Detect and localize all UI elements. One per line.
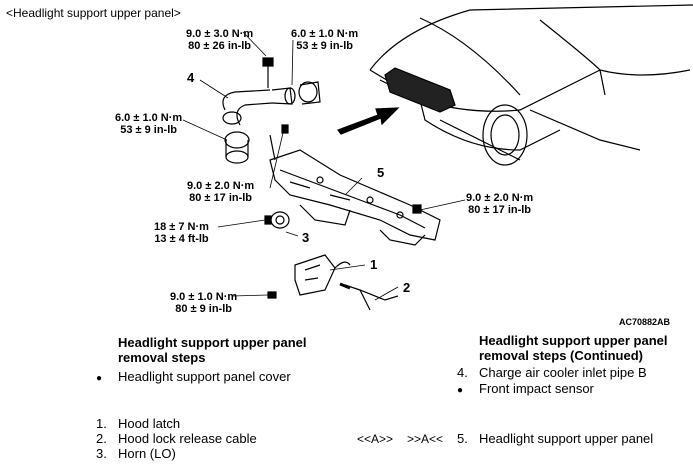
torque-nm: 18 ± 7 N·m bbox=[154, 221, 209, 233]
torque-imperial: 13 ± 4 ft-lb bbox=[154, 233, 209, 245]
callout-3: 3 bbox=[302, 230, 310, 245]
list-item: 4. Charge air cooler inlet pipe B bbox=[457, 365, 647, 380]
headlight-support-upper-panel bbox=[269, 124, 441, 246]
step-number: 2. bbox=[96, 431, 107, 446]
torque-spec-pipe-clamp-right: 6.0 ± 1.0 N·m 53 ± 9 in-lb bbox=[291, 28, 358, 52]
torque-spec-horn: 18 ± 7 N·m 13 ± 4 ft-lb bbox=[154, 221, 209, 245]
list-item: 2. Hood lock release cable bbox=[96, 431, 257, 446]
torque-spec-hood-latch: 9.0 ± 1.0 N·m 80 ± 9 in-lb bbox=[170, 291, 237, 315]
section-title: <Headlight support upper panel> bbox=[6, 6, 181, 20]
horn bbox=[264, 211, 290, 229]
step-number: 1. bbox=[96, 416, 107, 431]
torque-nm: 9.0 ± 3.0 N·m bbox=[186, 28, 254, 40]
torque-imperial: 80 ± 26 in-lb bbox=[188, 40, 252, 52]
step-text: Headlight support upper panel bbox=[479, 431, 654, 446]
torque-imperial: 80 ± 9 in-lb bbox=[175, 303, 232, 315]
removal-reference: >>A<< bbox=[407, 432, 444, 446]
bullet-marker: ● bbox=[457, 385, 464, 396]
step-text: Headlight support panel cover bbox=[118, 369, 291, 384]
step-text: Hood lock release cable bbox=[118, 431, 257, 446]
step-text: Front impact sensor bbox=[479, 381, 594, 396]
heading-line: removal steps (Continued) bbox=[479, 348, 643, 363]
hood-lock-release-cable bbox=[339, 282, 399, 311]
torque-imperial: 80 ± 17 in-lb bbox=[189, 192, 253, 204]
torque-spec-panel-right: 9.0 ± 2.0 N·m 80 ± 17 in-lb bbox=[466, 192, 533, 216]
step-text: Hood latch bbox=[118, 416, 181, 431]
step-number: 5. bbox=[457, 431, 468, 446]
callout-1: 1 bbox=[370, 257, 378, 272]
bullet-marker: ● bbox=[96, 373, 103, 384]
step-number: 4. bbox=[457, 365, 468, 380]
torque-spec-pipe-clamp-left: 6.0 ± 1.0 N·m 53 ± 9 in-lb bbox=[115, 112, 182, 136]
list-item: ● Headlight support panel cover bbox=[96, 369, 291, 386]
torque-nm: 9.0 ± 1.0 N·m bbox=[170, 291, 238, 303]
torque-nm: 6.0 ± 1.0 N·m bbox=[115, 112, 183, 124]
torque-spec-upper-bolt: 9.0 ± 3.0 N·m 80 ± 26 in-lb bbox=[186, 28, 253, 52]
location-arrow bbox=[337, 107, 400, 135]
list-item: <<A>> >>A<< 5. Headlight support upper pane… bbox=[357, 431, 653, 447]
callout-5: 5 bbox=[377, 165, 385, 180]
list-item: ● Front impact sensor bbox=[457, 381, 594, 398]
left-steps-heading: Headlight support upper panel removal st… bbox=[118, 335, 307, 365]
torque-nm: 9.0 ± 2.0 N·m bbox=[187, 180, 255, 192]
torque-imperial: 53 ± 9 in-lb bbox=[120, 124, 177, 136]
right-steps-heading: Headlight support upper panel removal st… bbox=[479, 333, 668, 363]
install-reference: <<A>> bbox=[357, 432, 394, 446]
torque-imperial: 80 ± 17 in-lb bbox=[468, 204, 532, 216]
torque-nm: 9.0 ± 2.0 N·m bbox=[466, 192, 534, 204]
list-item: 1. Hood latch bbox=[96, 416, 180, 431]
charge-air-cooler-pipe bbox=[222, 57, 321, 164]
step-text: Charge air cooler inlet pipe B bbox=[479, 365, 647, 380]
heading-line: removal steps bbox=[118, 350, 206, 365]
figure-code: AC70882AB bbox=[619, 317, 671, 327]
list-item: 3. Horn (LO) bbox=[96, 446, 176, 461]
torque-nm: 6.0 ± 1.0 N·m bbox=[291, 28, 359, 40]
heading-line: Headlight support upper panel bbox=[118, 335, 307, 350]
exploded-view-diagram bbox=[182, 4, 693, 311]
callout-2: 2 bbox=[403, 280, 411, 295]
torque-spec-panel-left: 9.0 ± 2.0 N·m 80 ± 17 in-lb bbox=[187, 180, 254, 204]
panel-on-car-highlight bbox=[384, 67, 456, 113]
torque-imperial: 53 ± 9 in-lb bbox=[296, 40, 353, 52]
callout-4: 4 bbox=[187, 70, 195, 85]
step-text: Horn (LO) bbox=[118, 446, 176, 461]
heading-line: Headlight support upper panel bbox=[479, 333, 668, 348]
hood-latch bbox=[267, 254, 351, 299]
step-number: 3. bbox=[96, 446, 107, 461]
